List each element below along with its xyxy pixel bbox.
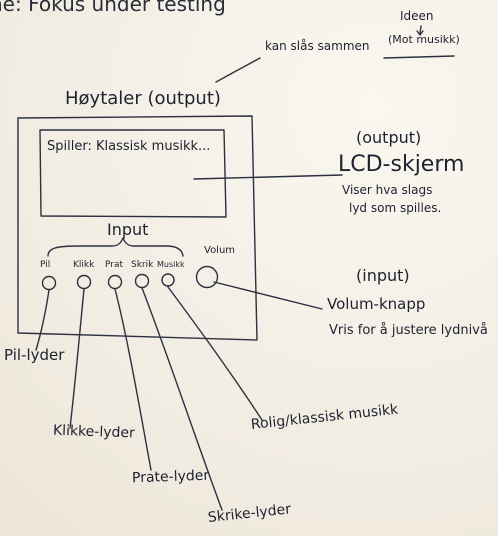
- btn-musikk: [161, 273, 175, 287]
- lcd-screen: [39, 129, 227, 218]
- volume-label: Volum: [204, 245, 236, 256]
- klikk-leader: [69, 288, 85, 429]
- button-label-prat: Prat: [105, 260, 124, 270]
- skrik-leader: [141, 287, 223, 511]
- merge-leader: [215, 57, 261, 83]
- btn-prat: [107, 274, 123, 290]
- button-label-klikk: Klikk: [73, 260, 95, 270]
- button-label-skrik: Skrik: [131, 260, 154, 270]
- volume-knob: [195, 265, 219, 289]
- callout-prate: Prate-lyder: [131, 467, 210, 487]
- idea-arrow: [416, 25, 424, 36]
- callout-klikk: Klikke-lyder: [52, 422, 136, 442]
- lcd-desc-line1: Viser hva slags: [342, 183, 433, 197]
- volume-tag: (input): [356, 266, 410, 285]
- lcd-title: LCD-skjerm: [338, 152, 465, 177]
- volume-desc: Vris for å justere lydnivå: [329, 323, 488, 338]
- lcd-desc-line2: lyd som spilles.: [349, 201, 442, 215]
- volume-leader: [213, 281, 323, 310]
- prat-leader: [114, 288, 152, 471]
- musikk-leader: [167, 286, 263, 421]
- idea-sub-label: (Mot musikk): [388, 33, 460, 46]
- btn-pil: [41, 275, 57, 291]
- speaker-box: [17, 115, 258, 341]
- lcd-display-text: Spiller: Klassisk musikk...: [47, 139, 211, 154]
- lcd-leader: [193, 174, 343, 180]
- input-brace: [47, 237, 184, 257]
- pil-leader: [35, 289, 50, 351]
- btn-skrik: [134, 273, 150, 289]
- speaker-title: Høytaler (output): [65, 88, 221, 109]
- idea-label: Ideen: [400, 9, 434, 23]
- input-title: Input: [107, 220, 149, 239]
- merge-note: kan slås sammen: [265, 39, 370, 53]
- button-label-pil: Pil: [40, 260, 51, 270]
- btn-klikk: [76, 274, 92, 290]
- idea-underline: [383, 55, 455, 59]
- header-fragment: ne: Fokus under testing: [0, 0, 226, 16]
- volume-title: Volum-knapp: [327, 295, 426, 313]
- callout-pil: Pil-lyder: [4, 346, 65, 364]
- lcd-tag: (output): [356, 128, 422, 147]
- button-label-musikk: Musikk: [157, 260, 185, 269]
